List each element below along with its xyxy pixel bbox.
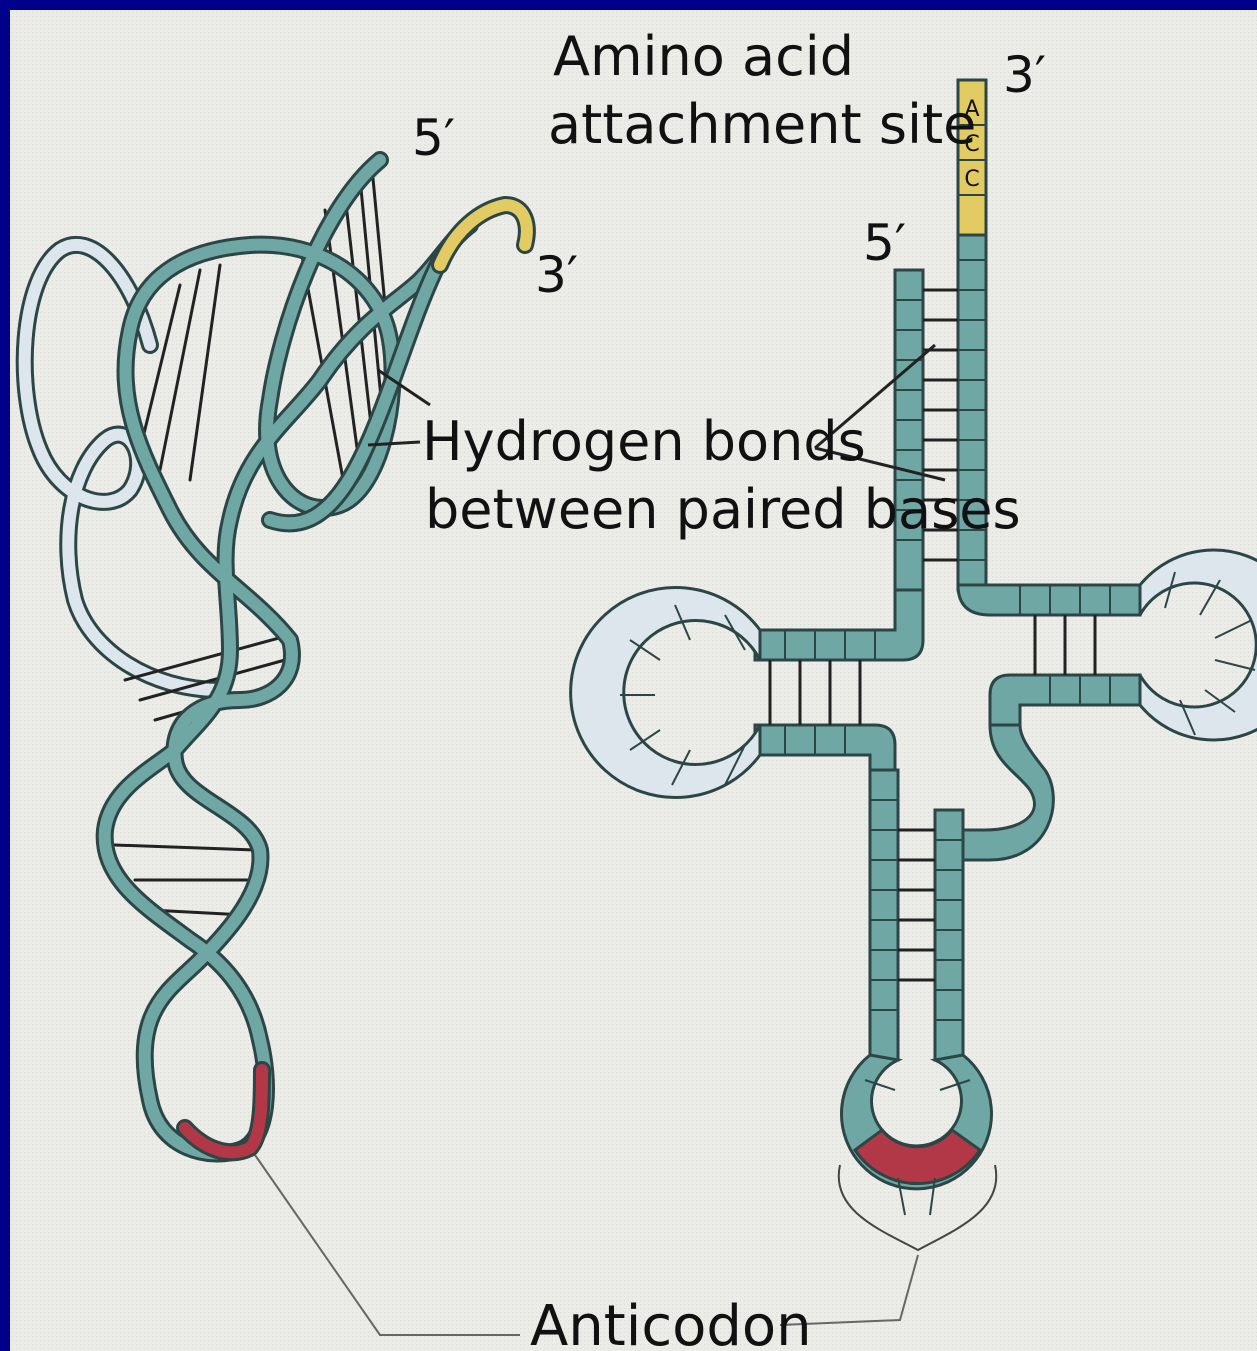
amino-acid-label-line2: attachment site (548, 93, 976, 156)
right-3prime-label: 3′ (1003, 46, 1046, 104)
right-5prime-label: 5′ (863, 214, 906, 272)
anticodon-label: Anticodon (530, 1294, 812, 1351)
acc-base-2: C (964, 132, 979, 157)
diagram-panel: Amino acid attachment site 5′ 3′ 5′ 3′ H… (10, 10, 1257, 1351)
hbond-label-line1: Hydrogen bonds (422, 410, 866, 473)
trna-diagram: Amino acid attachment site 5′ 3′ 5′ 3′ H… (10, 10, 1257, 1351)
amino-acid-label-line1: Amino acid (553, 25, 854, 88)
left-5prime-label: 5′ (412, 109, 455, 167)
left-3prime-label: 3′ (535, 246, 578, 304)
acceptor-stem-5prime (895, 270, 923, 590)
acc-base-3: C (964, 167, 979, 192)
hbond-label-line2: between paired bases (425, 478, 1021, 541)
acc-base-1: A (964, 97, 979, 122)
